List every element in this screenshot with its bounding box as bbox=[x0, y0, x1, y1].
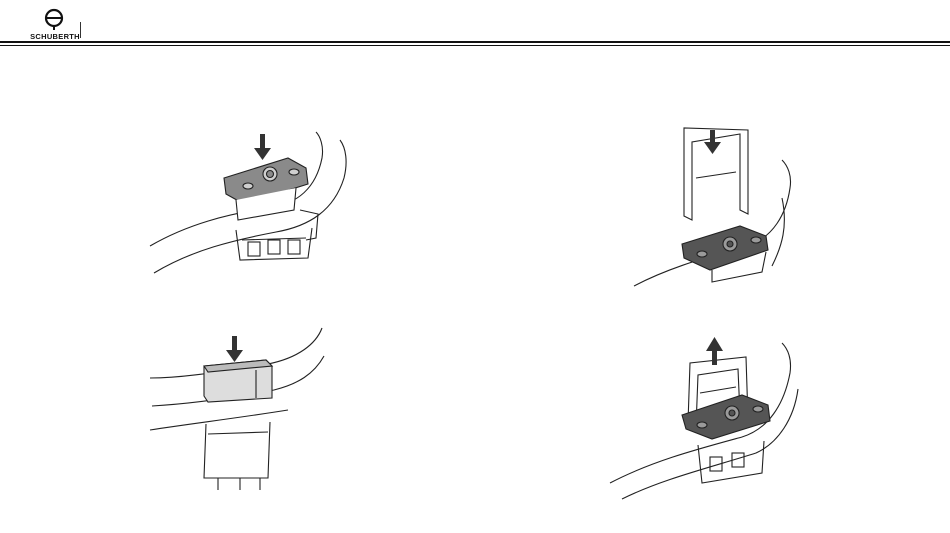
press-remote-onto-mount-illustration bbox=[148, 128, 358, 283]
header-divider bbox=[80, 22, 81, 38]
figure-4 bbox=[602, 333, 802, 501]
brand-logo: SCHUBERTH bbox=[22, 6, 92, 42]
page-header: SCHUBERTH bbox=[0, 0, 950, 48]
header-rule-thick bbox=[0, 41, 950, 43]
schuberth-logo-icon bbox=[42, 6, 66, 32]
brand-name: SCHUBERTH bbox=[22, 32, 88, 41]
figure-2 bbox=[148, 326, 328, 496]
header-rule-thin bbox=[0, 45, 950, 46]
pull-clip-out-illustration bbox=[602, 333, 802, 501]
figure-1 bbox=[148, 128, 358, 283]
press-mount-into-helmet-illustration bbox=[612, 126, 802, 288]
insert-clip-over-remote-illustration bbox=[148, 326, 328, 496]
figure-3 bbox=[612, 126, 802, 288]
